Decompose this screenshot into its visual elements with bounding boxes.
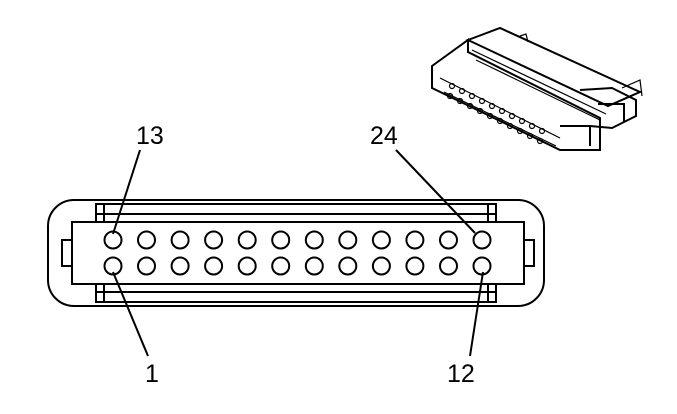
pin-7	[304, 256, 324, 276]
pin-15	[170, 230, 190, 250]
leader-lines	[112, 149, 484, 357]
connector-face	[47, 199, 545, 307]
pin-2	[137, 256, 156, 276]
connector-3d-illustration	[431, 26, 643, 151]
pin-14	[137, 230, 156, 250]
pin-23	[439, 230, 458, 250]
pin-label-12: 12	[447, 360, 475, 388]
pin-label-24: 24	[370, 122, 398, 150]
pin-24	[472, 230, 492, 250]
pin-21	[371, 230, 391, 250]
pin-6	[271, 256, 291, 276]
pin-19	[304, 230, 324, 250]
pin-label-13: 13	[136, 122, 164, 150]
pin-label-1: 1	[145, 360, 159, 388]
pin-11	[439, 256, 458, 276]
pin-5	[237, 256, 257, 276]
pin-3	[170, 256, 190, 276]
pin-16	[204, 230, 224, 250]
pin-17	[237, 230, 257, 250]
pin-4	[204, 256, 224, 276]
pin-20	[338, 230, 358, 250]
connector-housing	[47, 199, 545, 307]
pin-22	[405, 230, 425, 250]
pin-18	[271, 230, 291, 250]
pin-13	[103, 230, 123, 250]
pin-10	[405, 256, 425, 276]
pin-9	[371, 256, 391, 276]
pin-8	[338, 256, 358, 276]
pin-1	[103, 256, 123, 276]
connector-inner-body	[71, 221, 525, 285]
pin-grid	[103, 230, 492, 276]
